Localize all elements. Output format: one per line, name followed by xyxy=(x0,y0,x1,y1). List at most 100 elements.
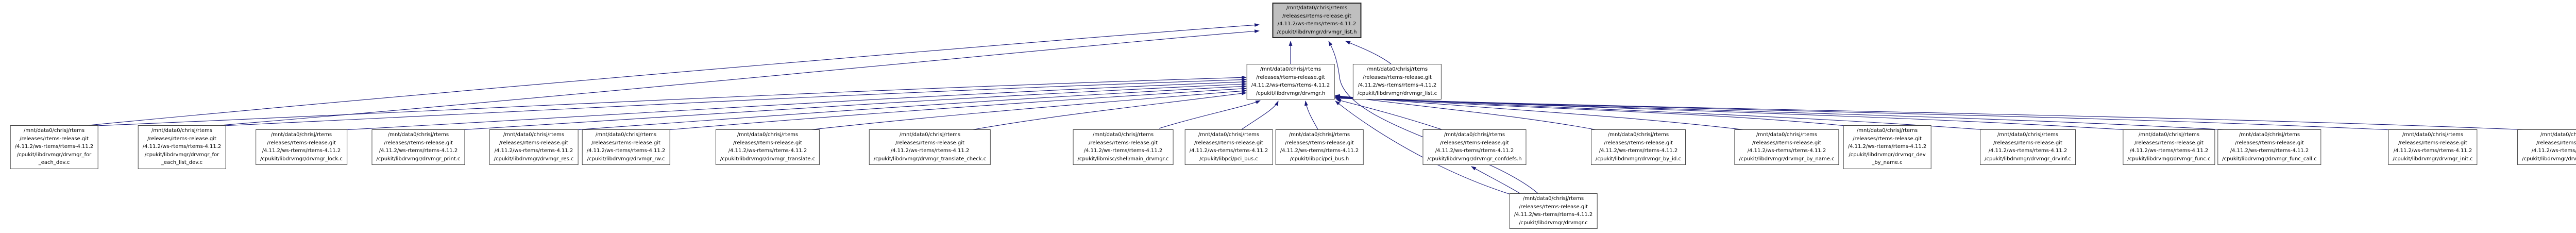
node-path-line: /mnt/data0/chrisj/rtems xyxy=(1522,196,1584,202)
node-path-line: /mnt/data0/chrisj/rtems xyxy=(2402,132,2464,138)
node-path-line: /releases/rtems-release.git xyxy=(1519,204,1588,210)
node-path-line: /mnt/data0/chrisj/rtems xyxy=(387,132,449,138)
node-path-line: /releases/rtems-release.git xyxy=(1363,74,1432,80)
edge-translate-c-to-drvmgr-h xyxy=(808,89,1247,130)
node-path-line: /mnt/data0/chrisj/rtems xyxy=(151,128,213,134)
node-path-line: /releases/rtems-release.git xyxy=(499,140,568,146)
edge-print-c-to-drvmgr-h xyxy=(459,82,1247,130)
edge-drvmgr-c-to-list-h xyxy=(1328,41,1538,194)
graph-node-func-c[interactable]: /mnt/data0/chrisj/rtems/releases/rtems-r… xyxy=(2123,129,2215,165)
node-path-line: /4.11.2/ws-rtems/rtems-4.11.2 xyxy=(1189,148,1268,154)
edge-for-each-dev-c-to-list-h xyxy=(88,23,1260,126)
node-path-line: /releases/rtems-release.git xyxy=(1604,140,1673,146)
node-path-line: /4.11.2/ws-rtems/rtems-4.11.2 xyxy=(142,144,222,149)
node-file-line: /cpukit/libdrvmgr/drvmgr_by_name.c xyxy=(1739,156,1835,162)
node-file-line: /cpukit/libdrvmgr/drvmgr_print.c xyxy=(376,156,461,162)
node-path-line: /releases/rtems-release.git xyxy=(1993,140,2062,146)
node-path-line: /mnt/data0/chrisj/rtems xyxy=(270,132,332,138)
node-path-line: /mnt/data0/chrisj/rtems xyxy=(1366,66,1428,72)
graph-node-confdefs-h[interactable]: /mnt/data0/chrisj/rtems/releases/rtems-r… xyxy=(1422,129,1527,165)
graph-node-res-c[interactable]: /mnt/data0/chrisj/rtems/releases/rtems-r… xyxy=(489,129,579,165)
graph-node-drvmgr-h[interactable]: /mnt/data0/chrisj/rtems/releases/rtems-r… xyxy=(1246,64,1335,99)
node-file-line: /cpukit/libdrvmgr/drvmgr_confdefs.h xyxy=(1427,156,1522,162)
node-path-line: /mnt/data0/chrisj/rtems xyxy=(1092,132,1154,138)
graph-node-dev-by-name-c[interactable]: /mnt/data0/chrisj/rtems/releases/rtems-r… xyxy=(1843,125,1931,169)
node-path-line: /4.11.2/ws-rtems/rtems-4.11.2 xyxy=(1251,82,1330,88)
node-path-line: /releases/rtems-release.git xyxy=(2235,140,2304,146)
node-path-line: /releases/rtems-release.git xyxy=(384,140,453,146)
edge-for-each-dev-c-to-drvmgr-h xyxy=(95,75,1247,126)
edge-unregister-c-to-drvmgr-h xyxy=(1335,96,2530,130)
edge-by-name-c-to-drvmgr-h xyxy=(1335,94,1746,130)
edge-lock-c-to-drvmgr-h xyxy=(342,80,1247,130)
node-path-line: /mnt/data0/chrisj/rtems xyxy=(23,128,85,134)
node-path-line: /releases/rtems-release.git xyxy=(2536,140,2576,146)
node-path-line: /releases/rtems-release.git xyxy=(1089,140,1158,146)
edge-list-c-to-list-h xyxy=(1345,41,1392,64)
node-path-line: /4.11.2/ws-rtems/rtems-4.11.2 xyxy=(14,144,94,149)
node-path-line: /4.11.2/ws-rtems/rtems-4.11.2 xyxy=(586,148,666,154)
node-path-line: /releases/rtems-release.git xyxy=(1440,140,1509,146)
graph-node-translate-c[interactable]: /mnt/data0/chrisj/rtems/releases/rtems-r… xyxy=(715,129,820,165)
node-path-line: /4.11.2/ws-rtems/rtems-4.11.2 xyxy=(1747,148,1826,154)
node-file-line: /cpukit/libdrvmgr/drvmgr_res.c xyxy=(494,156,574,162)
graph-node-for-each-list-dev-c[interactable]: /mnt/data0/chrisj/rtems/releases/rtems-r… xyxy=(138,125,226,169)
node-file-line: /cpukit/libdrvmgr/drvmgr_for xyxy=(16,152,92,158)
node-path-line: /releases/rtems-release.git xyxy=(1194,140,1263,146)
graph-node-by-name-c[interactable]: /mnt/data0/chrisj/rtems/releases/rtems-r… xyxy=(1734,129,1839,165)
node-path-line: /releases/rtems-release.git xyxy=(147,136,216,142)
node-path-line: /releases/rtems-release.git xyxy=(733,140,802,146)
node-path-line: /releases/rtems-release.git xyxy=(1256,74,1325,80)
node-path-line: /4.11.2/ws-rtems/rtems-4.11.2 xyxy=(1358,82,1437,88)
graph-node-init-c[interactable]: /mnt/data0/chrisj/rtems/releases/rtems-r… xyxy=(2388,129,2478,165)
edge-pci-bus-h-to-drvmgr-h xyxy=(1304,101,1318,130)
node-path-line: /4.11.2/ws-rtems/rtems-4.11.2 xyxy=(890,148,970,154)
node-path-line: /mnt/data0/chrisj/rtems xyxy=(1607,132,1669,138)
graph-node-list-h[interactable]: /mnt/data0/chrisj/rtems/releases/rtems-r… xyxy=(1272,3,1362,38)
node-path-line: /4.11.2/ws-rtems/rtems-4.11.2 xyxy=(2531,148,2576,154)
node-path-line: /4.11.2/ws-rtems/rtems-4.11.2 xyxy=(1514,212,1593,218)
node-path-line: /releases/rtems-release.git xyxy=(2134,140,2204,146)
graph-node-pci-bus-h[interactable]: /mnt/data0/chrisj/rtems/releases/rtems-r… xyxy=(1275,129,1364,165)
node-path-line: /4.11.2/ws-rtems/rtems-4.11.2 xyxy=(1280,148,1359,154)
graph-node-translate-check-c[interactable]: /mnt/data0/chrisj/rtems/releases/rtems-r… xyxy=(869,129,991,165)
node-file-line: /cpukit/libpci/pci_bus.c xyxy=(1199,156,1258,162)
edge-confdefs-h-to-drvmgr-h xyxy=(1336,98,1442,130)
node-file-line: /cpukit/libdrvmgr/drvmgr_list.c xyxy=(1357,90,1437,96)
node-path-line: /4.11.2/ws-rtems/rtems-4.11.2 xyxy=(728,148,807,154)
graph-node-drvmgr-c[interactable]: /mnt/data0/chrisj/rtems/releases/rtems-r… xyxy=(1509,193,1598,229)
graph-node-unregister-c[interactable]: /mnt/data0/chrisj/rtems/releases/rtems-r… xyxy=(2517,129,2576,165)
graph-node-for-each-dev-c[interactable]: /mnt/data0/chrisj/rtems/releases/rtems-r… xyxy=(10,125,98,169)
node-file-line: /cpukit/libdrvmgr/drvmgr.h xyxy=(1256,90,1326,96)
node-path-line: /mnt/data0/chrisj/rtems xyxy=(595,132,657,138)
graph-node-rw-c[interactable]: /mnt/data0/chrisj/rtems/releases/rtems-r… xyxy=(582,129,670,165)
node-path-line: /mnt/data0/chrisj/rtems xyxy=(899,132,961,138)
edge-func-call-c-to-drvmgr-h xyxy=(1335,95,2229,130)
node-path-line: /mnt/data0/chrisj/rtems xyxy=(1856,128,1918,134)
edge-drvinf-c-to-drvmgr-h xyxy=(1335,95,1987,130)
node-path-line: /mnt/data0/chrisj/rtems xyxy=(1289,132,1350,138)
graph-node-print-c[interactable]: /mnt/data0/chrisj/rtems/releases/rtems-r… xyxy=(371,129,465,165)
node-path-line: /mnt/data0/chrisj/rtems xyxy=(2138,132,2200,138)
graph-node-by-id-c[interactable]: /mnt/data0/chrisj/rtems/releases/rtems-r… xyxy=(1591,129,1686,165)
node-path-line: /releases/rtems-release.git xyxy=(1285,140,1354,146)
node-path-line: /mnt/data0/chrisj/rtems xyxy=(2239,132,2300,138)
node-file-line: /cpukit/libdrvmgr/drvmgr_rw.c xyxy=(587,156,665,162)
node-path-line: /4.11.2/ws-rtems/rtems-4.11.2 xyxy=(1277,21,1357,27)
graph-node-pci-bus-c[interactable]: /mnt/data0/chrisj/rtems/releases/rtems-r… xyxy=(1184,129,1273,165)
node-file-line: /cpukit/libdrvmgr/drvmgr_translate_check… xyxy=(873,156,987,162)
node-path-line: /releases/rtems-release.git xyxy=(591,140,660,146)
node-path-line: /mnt/data0/chrisj/rtems xyxy=(737,132,799,138)
edge-drvmgr-c-to-drvmgr-h xyxy=(1335,101,1511,195)
node-path-line: /4.11.2/ws-rtems/rtems-4.11.2 xyxy=(1988,148,2067,154)
node-file-line: _each_list_dev.c xyxy=(161,160,203,165)
node-path-line: /mnt/data0/chrisj/rtems xyxy=(1444,132,1505,138)
graph-node-drvinf-c[interactable]: /mnt/data0/chrisj/rtems/releases/rtems-r… xyxy=(1980,129,2076,165)
graph-node-func-call-c[interactable]: /mnt/data0/chrisj/rtems/releases/rtems-r… xyxy=(2217,129,2321,165)
node-path-line: /mnt/data0/chrisj/rtems xyxy=(1756,132,1818,138)
graph-node-main-drvmgr-c[interactable]: /mnt/data0/chrisj/rtems/releases/rtems-r… xyxy=(1073,129,1174,165)
graph-node-list-c[interactable]: /mnt/data0/chrisj/rtems/releases/rtems-r… xyxy=(1352,64,1442,99)
graph-node-lock-c[interactable]: /mnt/data0/chrisj/rtems/releases/rtems-r… xyxy=(256,129,347,165)
node-path-line: /releases/rtems-release.git xyxy=(895,140,964,146)
